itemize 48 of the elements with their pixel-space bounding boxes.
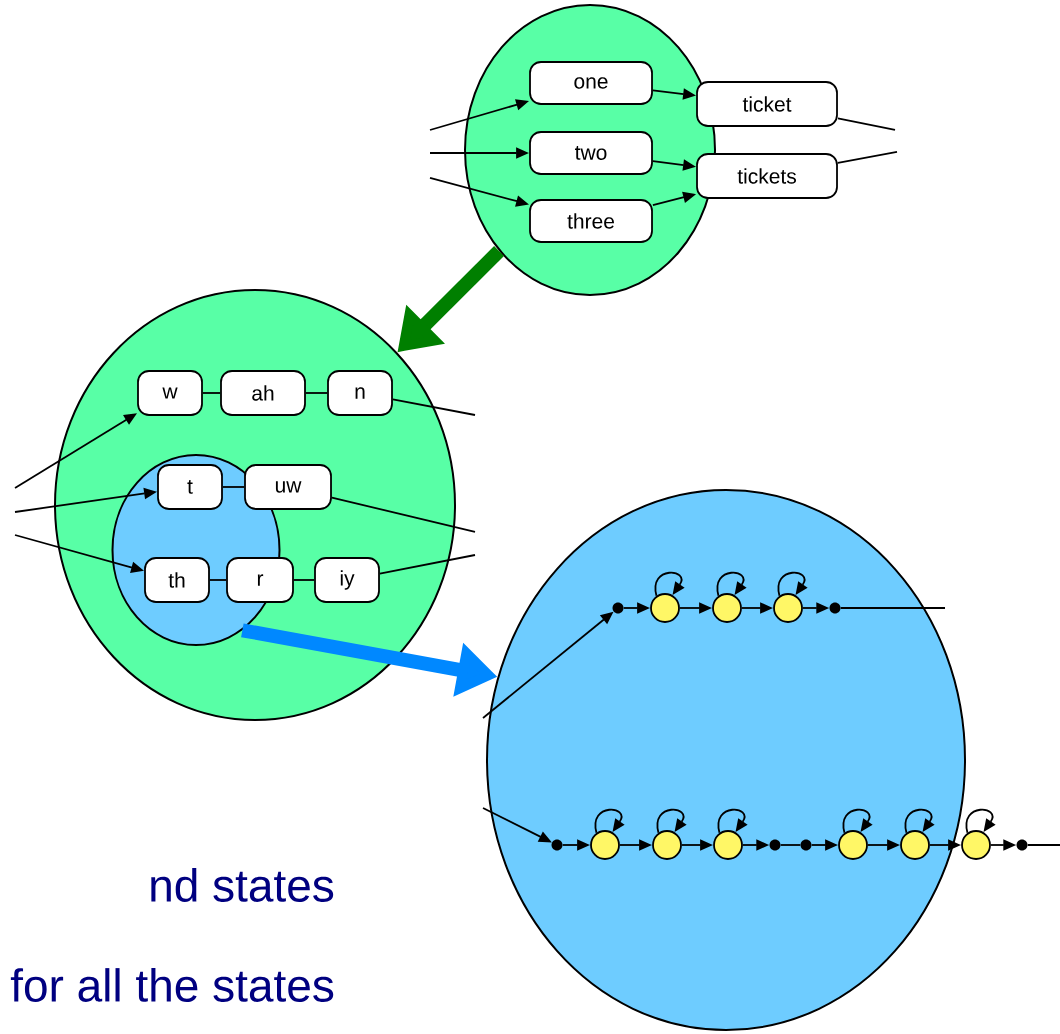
phone-box: uw bbox=[244, 464, 332, 510]
slide-text: nd states bbox=[151, 868, 334, 902]
state-circle bbox=[590, 830, 620, 860]
word-box: two bbox=[529, 131, 653, 175]
connector-line bbox=[392, 398, 476, 416]
connector-line bbox=[1026, 844, 1060, 846]
state-circle bbox=[650, 593, 680, 623]
self-loop-arrow bbox=[777, 571, 808, 597]
phone-box: n bbox=[327, 370, 393, 416]
connector-line bbox=[379, 554, 476, 575]
state-circle bbox=[773, 593, 803, 623]
state-circle bbox=[712, 593, 742, 623]
state-circle bbox=[652, 830, 682, 860]
cluster-ellipse bbox=[486, 489, 966, 1031]
phone-box: r bbox=[226, 557, 294, 603]
self-loop-arrow bbox=[965, 808, 996, 834]
phone-box: th bbox=[144, 557, 210, 603]
state-circle bbox=[838, 830, 868, 860]
self-loop-arrow bbox=[904, 808, 935, 834]
state-circle bbox=[713, 830, 743, 860]
self-loop-arrow bbox=[656, 808, 687, 834]
state-circle bbox=[961, 830, 991, 860]
word-box: one bbox=[529, 61, 653, 105]
connector-line bbox=[202, 392, 221, 394]
self-loop-arrow bbox=[716, 571, 747, 597]
state-circle bbox=[900, 830, 930, 860]
phone-box: w bbox=[137, 370, 203, 416]
connector-line bbox=[222, 486, 245, 488]
self-loop-arrow bbox=[842, 808, 873, 834]
self-loop-arrow bbox=[654, 571, 685, 597]
phone-box: ah bbox=[220, 370, 306, 416]
word-box: three bbox=[529, 199, 653, 243]
phone-box: iy bbox=[314, 557, 380, 603]
slide-text: for all the states bbox=[10, 968, 334, 1002]
word-box: ticket bbox=[696, 81, 838, 127]
connector-line bbox=[209, 579, 227, 581]
connector-line bbox=[305, 392, 328, 394]
connector-line bbox=[837, 117, 896, 131]
connector-line bbox=[837, 151, 898, 164]
connector-line bbox=[331, 496, 476, 533]
phone-box: t bbox=[157, 464, 223, 510]
self-loop-arrow bbox=[594, 808, 625, 834]
connector-line bbox=[839, 607, 946, 609]
word-box: tickets bbox=[696, 153, 838, 199]
self-loop-arrow bbox=[717, 808, 748, 834]
connector-line bbox=[293, 579, 315, 581]
connector-line bbox=[779, 844, 802, 846]
arrow bbox=[14, 413, 137, 489]
